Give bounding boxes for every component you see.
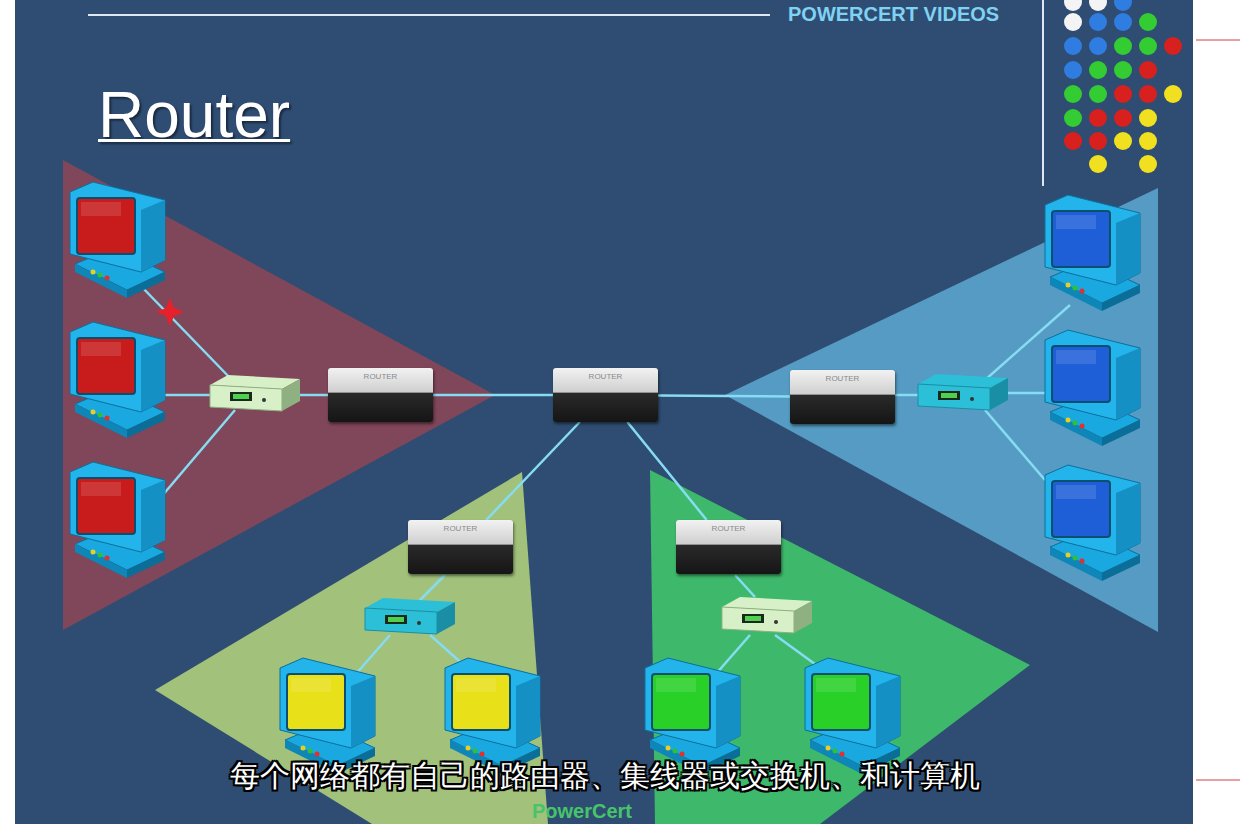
device-label: ROUTER: [553, 368, 658, 381]
router-device: ROUTER: [790, 370, 895, 424]
device-label: ROUTER: [676, 520, 781, 533]
network-cable: [627, 422, 706, 520]
brand-label: POWERCERT VIDEOS: [788, 3, 999, 26]
network-cable: [486, 422, 579, 520]
slide-title: Router: [98, 78, 290, 152]
device-label: ROUTER: [790, 370, 895, 383]
device-label: ROUTER: [408, 520, 513, 533]
router-device: ROUTER: [553, 368, 658, 422]
device-label: ROUTER: [328, 368, 433, 381]
router-device: ROUTER: [676, 520, 781, 574]
watermark: PowerCert: [532, 800, 632, 823]
router-device: ROUTER: [328, 368, 433, 422]
network-cable: [433, 394, 553, 397]
router-device: ROUTER: [408, 520, 513, 574]
subtitle-caption: 每个网络都有自己的路由器、集线器或交换机、和计算机: [0, 756, 1210, 797]
network-cable: [658, 395, 790, 396]
